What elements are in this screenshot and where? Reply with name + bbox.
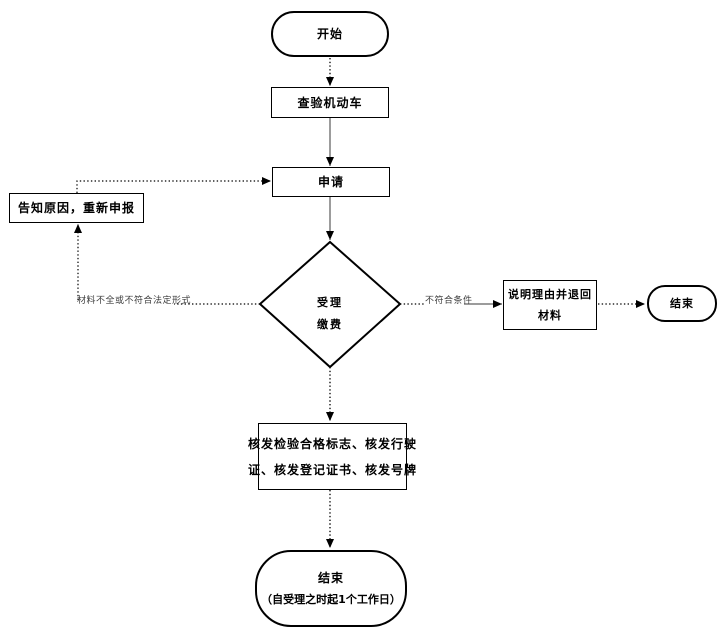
end-right-label: 结束 [670, 297, 694, 310]
end-right-node: 结束 [647, 285, 717, 322]
connector-notify-apply [76, 177, 271, 193]
decision-line1: 受理 [317, 296, 343, 309]
explain-return-line2: 材料 [538, 309, 562, 322]
start-label: 开始 [316, 27, 343, 41]
issue-certificates-node: 核发检验合格标志、核发行驶 证、核发登记证书、核发号牌 [248, 423, 416, 490]
decision-node-label: 受理 缴费 [280, 297, 380, 330]
edge-label-not-qualified: 不符合条件 [425, 296, 473, 306]
end-bottom-line2: （自受理之时起1个工作日） [261, 593, 401, 606]
notify-reason-label: 告知原因，重新申报 [17, 201, 135, 215]
issue-certificates-line2: 证、核发登记证书、核发号牌 [248, 462, 418, 477]
apply-node: 申请 [272, 167, 390, 197]
apply-label: 申请 [317, 175, 344, 189]
inspect-vehicle-label: 查验机动车 [297, 95, 363, 110]
end-bottom-node: 结束 （自受理之时起1个工作日） [255, 550, 407, 627]
decision-line2: 缴费 [317, 318, 343, 331]
explain-return-line1: 说明理由并退回 [508, 288, 592, 301]
notify-reason-node: 告知原因，重新申报 [9, 193, 144, 223]
edge-label-incomplete-materials: 材料不全或不符合法定形式 [77, 296, 192, 306]
start-node: 开始 [271, 11, 389, 57]
explain-return-node: 说明理由并退回 材料 [503, 280, 597, 330]
end-bottom-line1: 结束 [317, 571, 344, 585]
inspect-vehicle-node: 查验机动车 [271, 87, 389, 118]
issue-certificates-line1: 核发检验合格标志、核发行驶 [248, 436, 418, 451]
